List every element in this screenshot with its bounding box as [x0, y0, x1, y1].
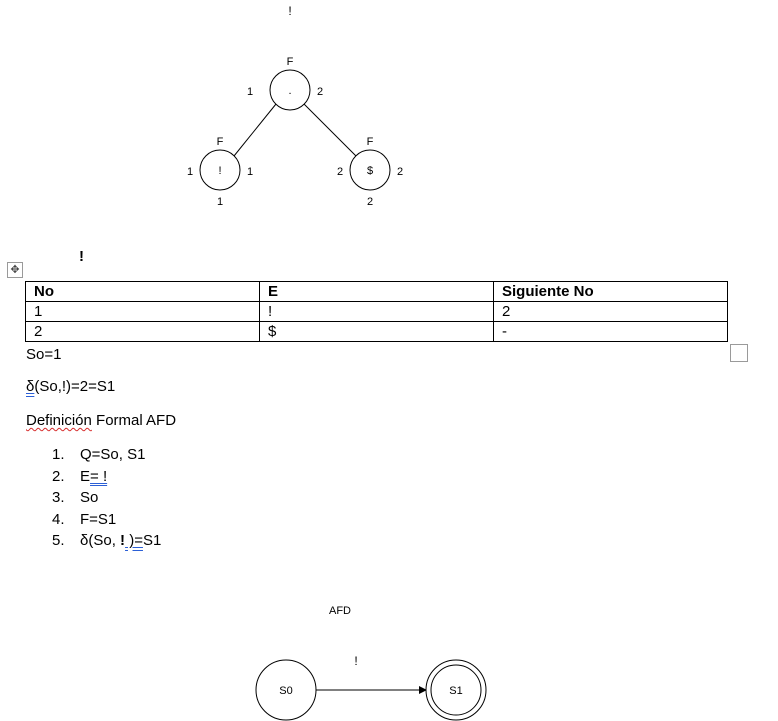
list-item: 3. So: [52, 489, 161, 511]
list-text: F=S1: [80, 510, 117, 528]
left-node-bottom-label: 1: [217, 196, 223, 208]
list-number: 5.: [52, 532, 65, 549]
list-number: 2.: [52, 467, 65, 485]
table-header-no: No: [25, 281, 260, 302]
list-item: 2. E= !: [52, 468, 161, 490]
root-symbol: .: [288, 85, 291, 97]
right-node-symbol: $: [367, 165, 373, 177]
initial-state-line: So=1: [26, 346, 62, 363]
table-header-e: E: [259, 281, 494, 302]
right-node: [349, 149, 391, 191]
tree-edge-left: [233, 103, 277, 157]
left-node-left-label: 1: [187, 166, 193, 178]
table-caption: !: [79, 248, 84, 265]
table-cell[interactable]: 2: [25, 321, 260, 342]
table-cell[interactable]: !: [259, 301, 494, 322]
afd-final-state-label: S1: [449, 685, 462, 697]
list-number: 3.: [52, 489, 65, 506]
text-cursor-bar: !: [120, 532, 126, 549]
afd-start-state-label: S0: [279, 685, 292, 697]
root-right-label: 2: [317, 86, 323, 98]
table-cell[interactable]: 1: [25, 301, 260, 322]
table-cell[interactable]: $: [259, 321, 494, 342]
list-number: 4.: [52, 510, 65, 528]
left-node: [199, 149, 241, 191]
afd-title: AFD: [329, 605, 351, 617]
heading-rest: Formal AFD: [91, 412, 177, 429]
table-header-next: Siguiente No: [493, 281, 728, 302]
table-row: 1 ! 2: [25, 301, 728, 322]
grammar-underline: = !: [90, 467, 108, 485]
table-row: 2 $ -: [25, 321, 728, 342]
list-item: 5. δ(So, ! )=S1: [52, 532, 161, 554]
list-text: Q=So, S1: [80, 446, 146, 463]
delta-line: δ(So,!)=2=S1: [26, 378, 115, 395]
left-node-marker: F: [217, 136, 224, 148]
table-cell[interactable]: -: [493, 321, 728, 342]
list-text-post: S1: [142, 532, 162, 549]
formal-definition-list: 1. Q=So, S1 2. E= ! 3. So 4. F=S1 5. δ(S…: [52, 446, 161, 554]
list-text: δ(So, ! )=S1: [80, 532, 161, 554]
afd-final-state-inner: [430, 664, 482, 716]
table-header-row: No E Siguiente No: [25, 281, 728, 302]
right-node-bottom-label: 2: [367, 196, 373, 208]
list-item: 4. F=S1: [52, 511, 161, 533]
list-text-pre: E: [80, 467, 91, 485]
misspelled-word: Definición: [26, 412, 92, 429]
delta-expression: (So,!)=2=S1: [34, 378, 116, 395]
root-node: [269, 69, 311, 111]
list-number: 1.: [52, 446, 65, 463]
right-node-marker: F: [367, 136, 374, 148]
list-text: So: [80, 489, 99, 506]
table-resize-handle[interactable]: [730, 344, 748, 362]
root-marker: F: [287, 56, 294, 68]
list-item: 1. Q=So, S1: [52, 446, 161, 468]
afd-final-state-outer: [425, 659, 487, 721]
right-node-right-label: 2: [397, 166, 403, 178]
tree-top-label: !: [288, 4, 291, 18]
table-cell[interactable]: 2: [493, 301, 728, 322]
left-node-symbol: !: [218, 165, 221, 177]
afd-diagram: AFD ! S0 S1: [255, 605, 487, 721]
grammar-underline: )=: [125, 532, 143, 549]
formal-definition-heading: Definición Formal AFD: [26, 412, 176, 429]
delta-symbol: δ: [26, 378, 35, 395]
list-text-pre: δ(So,: [80, 532, 121, 549]
list-text: E= !: [80, 468, 107, 490]
table-move-handle-icon[interactable]: ✥: [7, 262, 23, 278]
transition-table: No E Siguiente No 1 ! 2 2 $ -: [25, 281, 728, 342]
afd-transition-label: !: [354, 654, 357, 668]
syntax-tree-diagram: ! F . 1 2 F ! 1 1 1 F $ 2 2 2: [187, 4, 403, 208]
left-node-right-label: 1: [247, 166, 253, 178]
tree-edge-right: [303, 103, 357, 157]
right-node-left-label: 2: [337, 166, 343, 178]
root-left-label: 1: [247, 86, 253, 98]
